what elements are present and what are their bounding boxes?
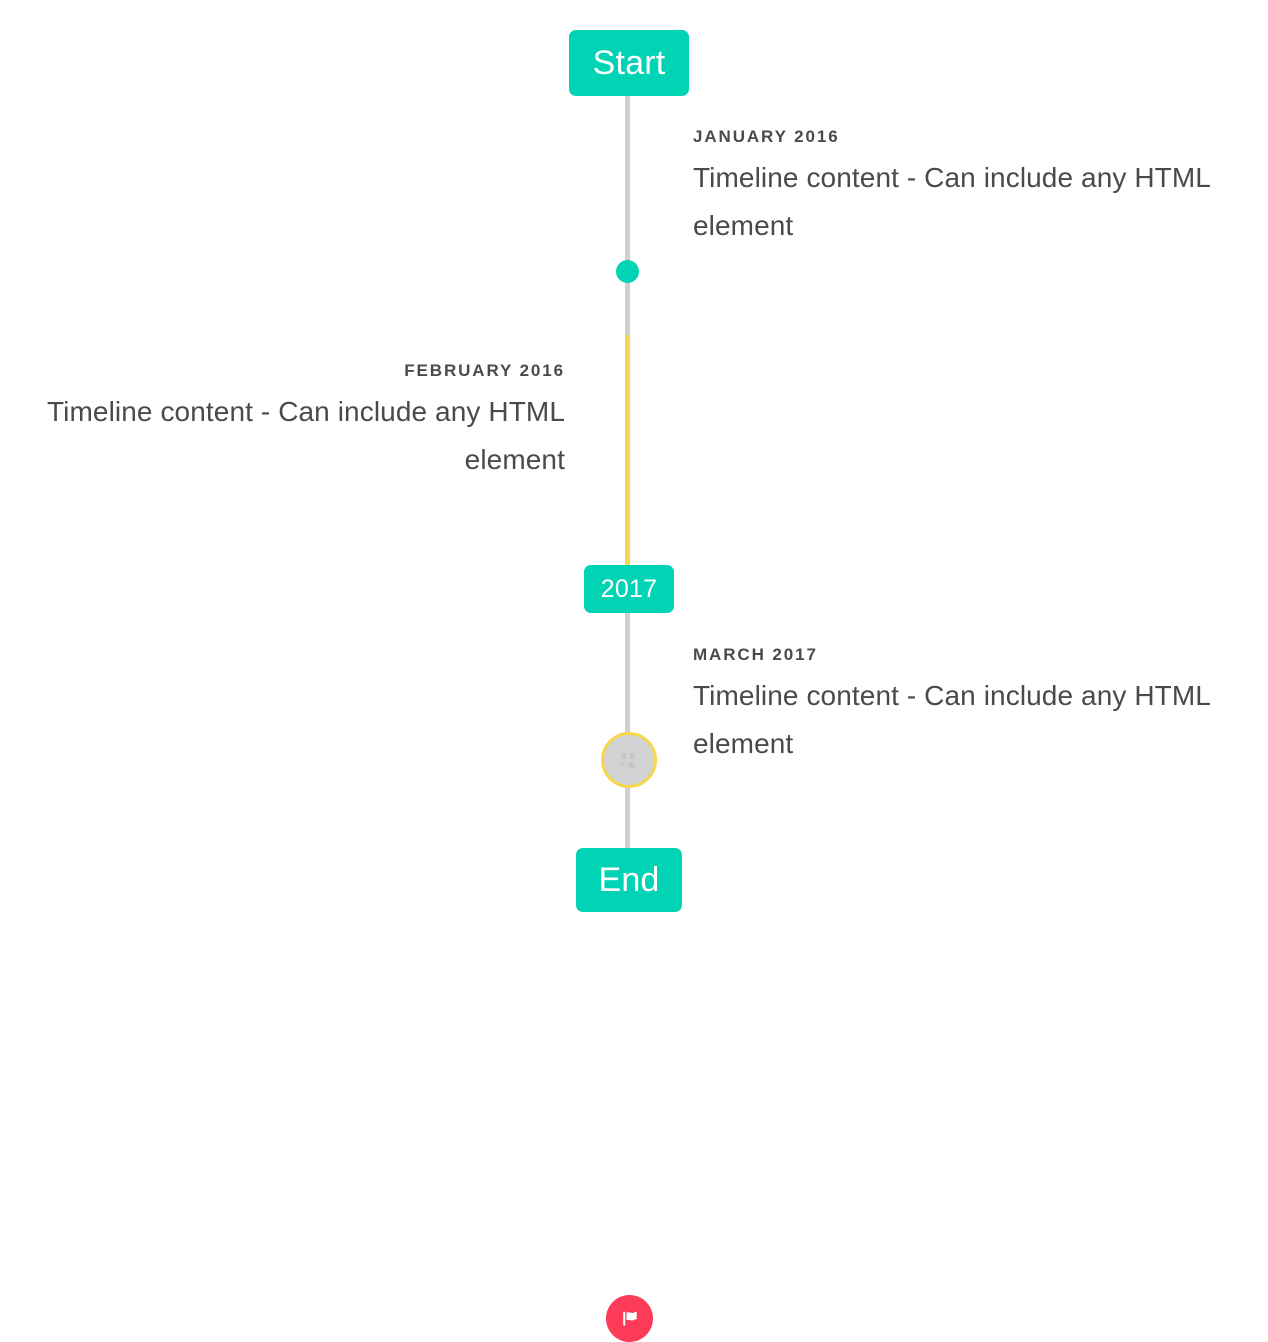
timeline-start-badge[interactable]: Start	[569, 30, 689, 96]
timeline-end-badge[interactable]: End	[576, 848, 682, 912]
timeline-event-text: Timeline content - Can include any HTML …	[47, 396, 565, 476]
timeline-event-text: Timeline content - Can include any HTML …	[693, 162, 1210, 242]
timeline-year-badge[interactable]: 2017	[584, 565, 674, 613]
timeline-line-segment-top	[625, 88, 630, 337]
timeline-event-date: JANUARY 2016	[693, 127, 840, 146]
timeline-event-date: MARCH 2017	[693, 645, 818, 664]
timeline-event-body: JANUARY 2016 Timeline content - Can incl…	[693, 126, 1217, 250]
timeline-event-text: Timeline content - Can include any HTML …	[693, 680, 1210, 760]
image-placeholder-icon[interactable]	[601, 732, 657, 788]
timeline-line-segment-highlight	[625, 335, 630, 571]
timeline-event-body: FEBRUARY 2016 Timeline content - Can inc…	[41, 360, 565, 484]
timeline-root: Start JANUARY 2016 Timeline content - Ca…	[41, 30, 1217, 1342]
timeline-event-body: MARCH 2017 Timeline content - Can includ…	[693, 644, 1217, 768]
dot-icon[interactable]	[616, 260, 639, 283]
flag-icon[interactable]	[606, 1295, 653, 1342]
timeline-event-date: FEBRUARY 2016	[404, 361, 565, 380]
broken-image-glyph	[621, 752, 637, 768]
